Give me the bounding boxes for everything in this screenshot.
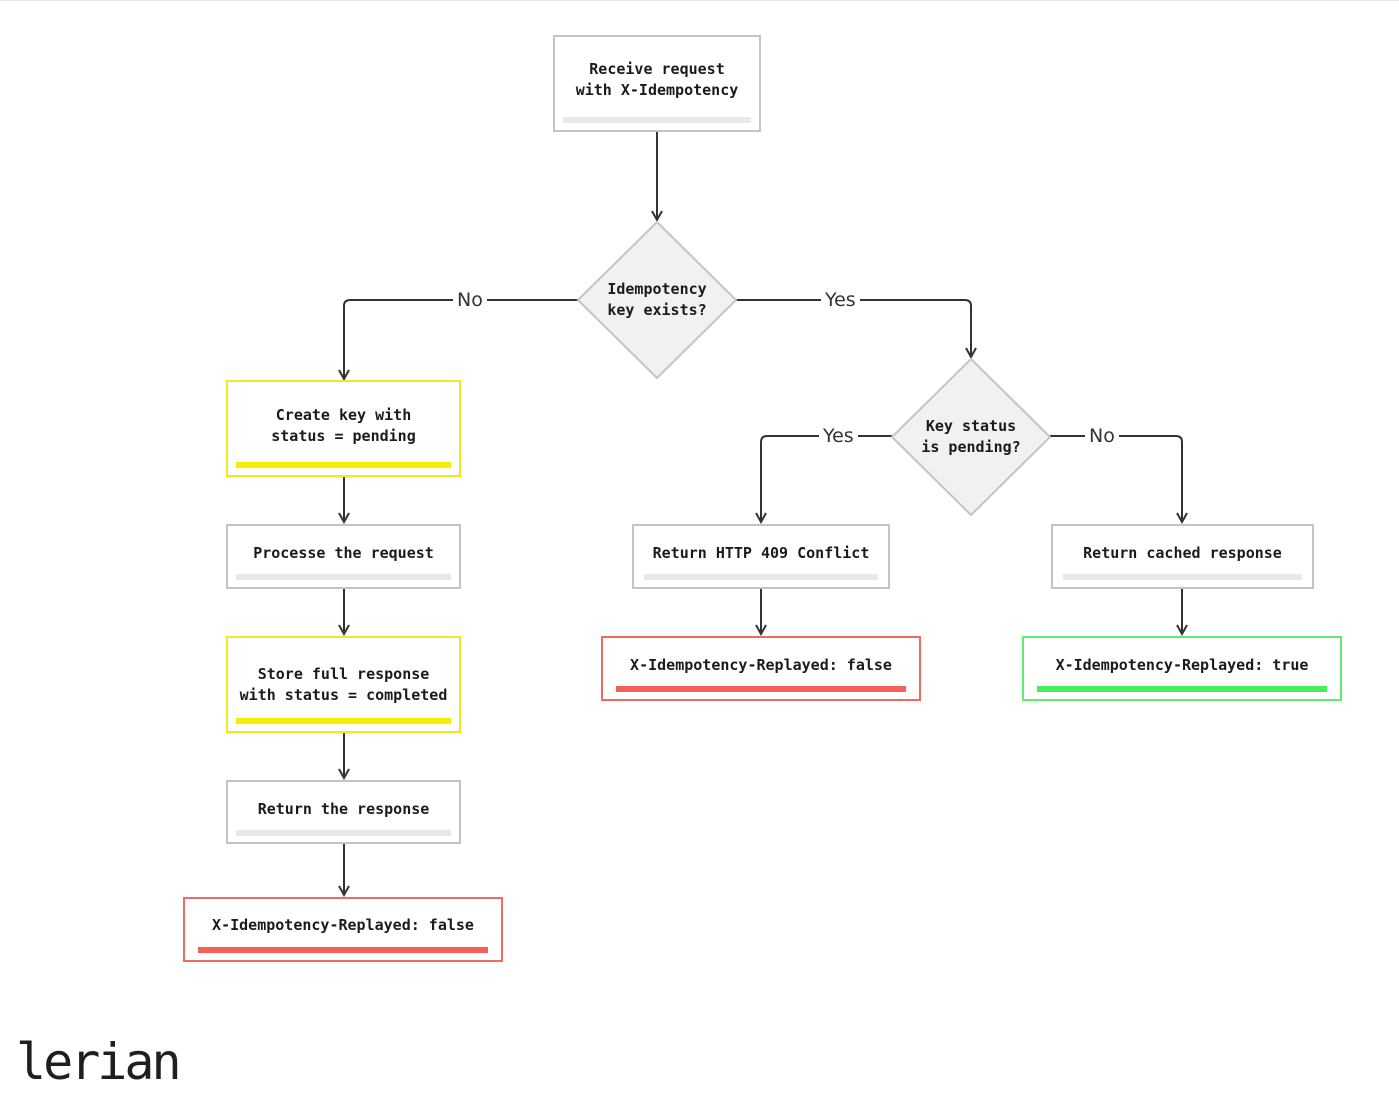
node-process-request: Processe the request	[226, 524, 461, 589]
node-replayed-false-left: X-Idempotency-Replayed: false	[183, 897, 503, 962]
node-replayed-true: X-Idempotency-Replayed: true	[1022, 636, 1342, 701]
node-receive-request-bar	[563, 117, 751, 123]
decision-key-pending-label: Key status is pending?	[921, 417, 1021, 456]
edge-decision-no	[344, 299, 578, 379]
edge-label-yes-right: Yes	[821, 289, 860, 311]
node-store-response-bar	[236, 718, 451, 724]
node-return-409-label: Return HTTP 409 Conflict	[652, 544, 870, 562]
decision-key-exists-label: Idempotency key exists?	[607, 280, 707, 319]
node-replayed-false-left-label: X-Idempotency-Replayed: false	[212, 916, 474, 934]
node-process-request-bar	[236, 574, 451, 580]
node-process-request-label: Processe the request	[253, 544, 434, 562]
node-replayed-false-left-bar	[198, 947, 488, 953]
node-store-response: Store full response with status = comple…	[226, 636, 461, 733]
node-replayed-false-mid-bar	[616, 686, 906, 692]
edge-pending-yes	[761, 435, 892, 522]
node-replayed-false-mid-label: X-Idempotency-Replayed: false	[630, 656, 892, 674]
top-divider	[0, 0, 1399, 1]
node-replayed-false-mid: X-Idempotency-Replayed: false	[601, 636, 921, 701]
node-return-response-label: Return the response	[257, 800, 430, 818]
node-store-response-label: Store full response with status = comple…	[239, 665, 448, 704]
node-replayed-true-bar	[1037, 686, 1327, 692]
node-return-cached-bar	[1063, 574, 1302, 580]
node-return-response: Return the response	[226, 780, 461, 844]
lerian-logo: lerian	[16, 1033, 182, 1091]
node-replayed-true-label: X-Idempotency-Replayed: true	[1055, 656, 1309, 674]
node-receive-request-label: Receive request with X-Idempotency	[575, 60, 739, 99]
edge-label-no-pending: No	[1085, 425, 1119, 447]
decision-key-pending-diamond	[890, 357, 1052, 517]
node-return-409: Return HTTP 409 Conflict	[632, 524, 890, 589]
edge-decision-yes	[736, 299, 971, 357]
node-receive-request: Receive request with X-Idempotency	[553, 35, 761, 132]
node-return-409-bar	[644, 574, 878, 580]
node-create-key: Create key with status = pending	[226, 380, 461, 477]
edge-label-no-left: No	[453, 289, 487, 311]
node-create-key-label: Create key with status = pending	[271, 406, 416, 445]
node-return-cached-label: Return cached response	[1083, 544, 1282, 562]
node-return-response-bar	[236, 830, 451, 836]
node-return-cached: Return cached response	[1051, 524, 1314, 589]
edge-label-yes-pending: Yes	[819, 425, 858, 447]
node-create-key-bar	[236, 462, 451, 468]
decision-key-exists-diamond	[576, 220, 738, 380]
edge-pending-no	[1050, 435, 1182, 522]
